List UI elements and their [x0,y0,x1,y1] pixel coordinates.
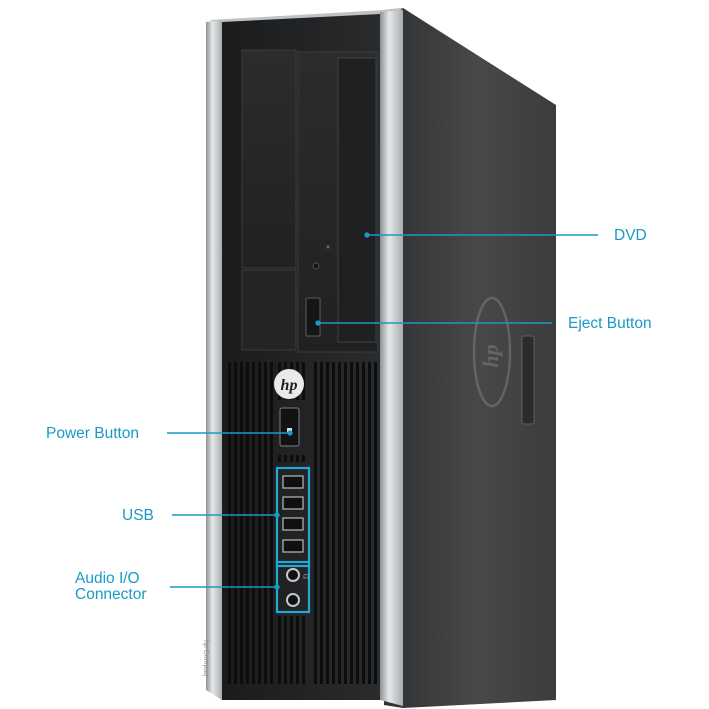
vent-slot [270,362,273,684]
vent-slot [302,455,305,462]
vent-slot [278,616,281,684]
vent-slot [296,455,299,462]
vent-slot [264,362,267,684]
vent-slot [228,362,231,684]
model-text: hp Compaq [202,640,209,676]
usb-port[interactable] [282,539,304,553]
eject-callout-dot [315,320,321,326]
headphone-jack[interactable] [286,568,300,582]
usb-port[interactable] [282,496,304,510]
microphone-jack[interactable] [286,593,300,607]
usb-callout-dot [274,512,280,518]
chassis-side-panel [384,8,556,708]
upper-drive-bay [241,49,297,269]
drive-activity-led [312,262,320,270]
front-trim-left [206,20,222,700]
front-trim-right [380,10,403,706]
power-led [287,428,292,432]
vent-slot [278,455,281,462]
vent-slot [344,362,347,684]
dvd-drive-tray [337,57,377,343]
vent-slot [338,362,341,684]
usb-port[interactable] [282,517,304,531]
vent-slot [362,362,365,684]
hp-front-logo: hp [274,369,304,399]
vent-slot [368,362,371,684]
svg-text:hp: hp [478,344,503,367]
audio-label-line1: Audio I/O [75,570,140,587]
vent-slot [284,455,287,462]
vent-slot [332,362,335,684]
eject-button-label: Eject Button [568,315,652,332]
callout-lines [167,232,598,590]
front-vent-grille [228,362,377,684]
hp-side-logo: hp [472,296,512,408]
vent-slot [258,362,261,684]
vent-slot [326,362,329,684]
vent-slot [234,362,237,684]
dvd-callout-dot [364,232,370,238]
power-button[interactable] [279,407,300,447]
vent-slot [356,362,359,684]
power-button-label: Power Button [46,425,140,442]
vent-slot [350,362,353,684]
emergency-eject-hole [326,245,330,249]
vent-slot [296,616,299,684]
vent-slot [284,616,287,684]
usb-port[interactable] [282,475,304,489]
vent-slot [302,616,305,684]
audio-callout-dot [274,584,280,590]
side-panel-latch[interactable] [521,335,535,425]
vent-slot [374,362,377,684]
svg-text:☊: ☊ [303,573,309,581]
vent-slot [246,362,249,684]
vent-slot [290,616,293,684]
audio-connector-label: Audio I/O Connector [75,571,147,603]
card-slot [241,269,297,351]
vent-slot [240,362,243,684]
usb-port-group [275,466,311,568]
dvd-label: DVD [614,227,647,244]
vent-slot [320,362,323,684]
vent-slot [252,362,255,684]
power-callout-dot [287,430,293,436]
vent-slot [314,362,317,684]
audio-label-line2: Connector [75,586,147,603]
vent-slot [290,455,293,462]
usb-label: USB [122,507,154,524]
svg-text:hp: hp [281,377,298,394]
eject-button[interactable] [305,297,321,337]
